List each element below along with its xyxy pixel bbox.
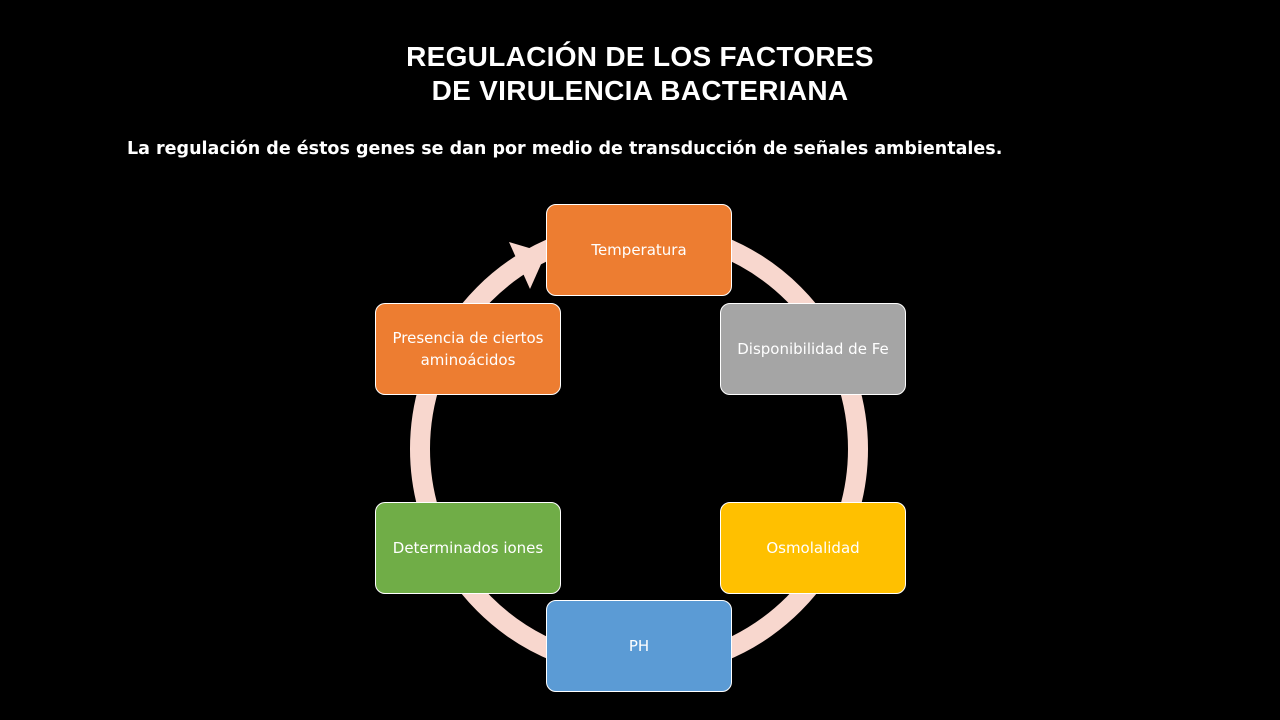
slide-title: REGULACIÓN DE LOS FACTORES DE VIRULENCIA… [240, 40, 1040, 108]
cycle-arrowhead [509, 242, 546, 289]
title-line-2: DE VIRULENCIA BACTERIANA [431, 75, 849, 106]
slide-subtitle: La regulación de éstos genes se dan por … [127, 139, 1003, 159]
cycle-node-temperatura: Temperatura [546, 204, 732, 296]
cycle-node-disponibilidad-fe: Disponibilidad de Fe [720, 303, 906, 395]
cycle-node-determinados-iones: Determinados iones [375, 502, 561, 594]
title-line-1: REGULACIÓN DE LOS FACTORES [406, 41, 874, 72]
cycle-node-ph: PH [546, 600, 732, 692]
cycle-node-presencia-aminoacidos: Presencia de ciertos aminoácidos [375, 303, 561, 395]
cycle-node-osmolalidad: Osmolalidad [720, 502, 906, 594]
